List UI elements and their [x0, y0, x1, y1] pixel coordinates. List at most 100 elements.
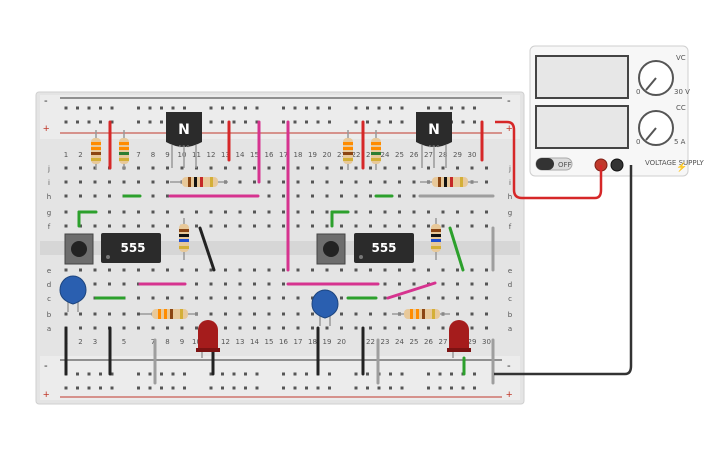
- hole: [311, 180, 314, 184]
- hole: [441, 282, 445, 286]
- hole: [383, 312, 387, 316]
- hole: [267, 268, 271, 272]
- hole: [253, 326, 256, 330]
- row-letter: b: [47, 311, 52, 319]
- hole: [238, 166, 242, 170]
- hole: [316, 106, 320, 110]
- hole: [470, 326, 474, 330]
- hole: [470, 210, 474, 214]
- hole: [238, 282, 242, 286]
- hole: [470, 296, 474, 300]
- hole: [369, 224, 372, 228]
- hole: [108, 194, 111, 198]
- hole: [400, 372, 404, 376]
- hole: [383, 180, 387, 184]
- hole: [171, 106, 175, 110]
- hole: [160, 106, 163, 110]
- row-letter: d: [508, 281, 512, 289]
- column-number: 25: [410, 338, 419, 346]
- hole: [238, 180, 242, 184]
- hole: [383, 296, 387, 300]
- hole: [64, 180, 68, 184]
- hole: [427, 166, 430, 170]
- knob-c-max-label: 5 A: [674, 138, 686, 146]
- hole: [108, 312, 111, 316]
- hole: [389, 386, 392, 390]
- hole: [325, 194, 329, 198]
- hole: [470, 282, 474, 286]
- negative-terminal[interactable]: [610, 158, 624, 172]
- transistor-pins: E B C: [429, 144, 440, 149]
- hole: [354, 326, 358, 330]
- hole: [64, 268, 68, 272]
- hole: [209, 166, 213, 170]
- hole: [64, 194, 68, 198]
- hole: [354, 386, 358, 390]
- hole: [183, 372, 186, 376]
- column-number: 17: [294, 338, 303, 346]
- push-button[interactable]: [316, 233, 346, 265]
- hole: [438, 386, 442, 390]
- hole: [253, 296, 256, 300]
- hole: [255, 120, 259, 124]
- hole: [232, 386, 236, 390]
- hole: [377, 120, 381, 124]
- hole: [366, 386, 369, 390]
- hole: [412, 166, 416, 170]
- hole: [195, 296, 198, 300]
- column-number: 29: [468, 338, 477, 346]
- hole: [412, 194, 416, 198]
- hole: [450, 106, 453, 110]
- hole: [485, 166, 488, 170]
- hole: [93, 312, 97, 316]
- hole: [369, 210, 372, 214]
- voltage-supply-label: VOLTAGE SUPPLY: [645, 159, 705, 167]
- ic-555: 555: [101, 233, 161, 263]
- hole: [282, 180, 285, 184]
- hole: [398, 210, 401, 214]
- hole: [383, 224, 387, 228]
- hole: [311, 268, 314, 272]
- column-number: 18: [308, 338, 317, 346]
- hole: [398, 180, 401, 184]
- hole: [354, 268, 358, 272]
- hole: [296, 268, 300, 272]
- hole: [377, 386, 381, 390]
- hole: [293, 106, 297, 110]
- hole: [450, 386, 453, 390]
- hole: [183, 106, 186, 110]
- hole: [293, 372, 297, 376]
- hole: [316, 386, 320, 390]
- hole: [195, 282, 198, 286]
- hole: [87, 386, 91, 390]
- hole: [253, 282, 256, 286]
- hole: [340, 312, 343, 316]
- voltage-display: [535, 55, 629, 99]
- hole: [389, 372, 392, 376]
- column-number: 30: [468, 151, 477, 159]
- hole: [398, 326, 401, 330]
- hole: [122, 312, 126, 316]
- hole: [354, 210, 358, 214]
- hole: [180, 268, 184, 272]
- hole: [267, 210, 271, 214]
- rail-minus-top-left: -: [44, 95, 48, 107]
- transistor-pins: E B C: [179, 144, 190, 149]
- hole: [369, 194, 372, 198]
- hole: [148, 120, 152, 124]
- hole: [76, 372, 79, 376]
- resistor: [91, 130, 101, 170]
- hole: [224, 166, 227, 170]
- hole: [316, 120, 320, 124]
- hole: [79, 312, 82, 316]
- hole: [166, 166, 169, 170]
- row-letter: e: [508, 267, 512, 275]
- hole: [427, 106, 430, 110]
- hole: [151, 166, 155, 170]
- row-letter: j: [508, 165, 511, 173]
- hole: [221, 372, 224, 376]
- current-display: [535, 105, 629, 149]
- hole: [76, 386, 79, 390]
- push-button[interactable]: [64, 233, 94, 265]
